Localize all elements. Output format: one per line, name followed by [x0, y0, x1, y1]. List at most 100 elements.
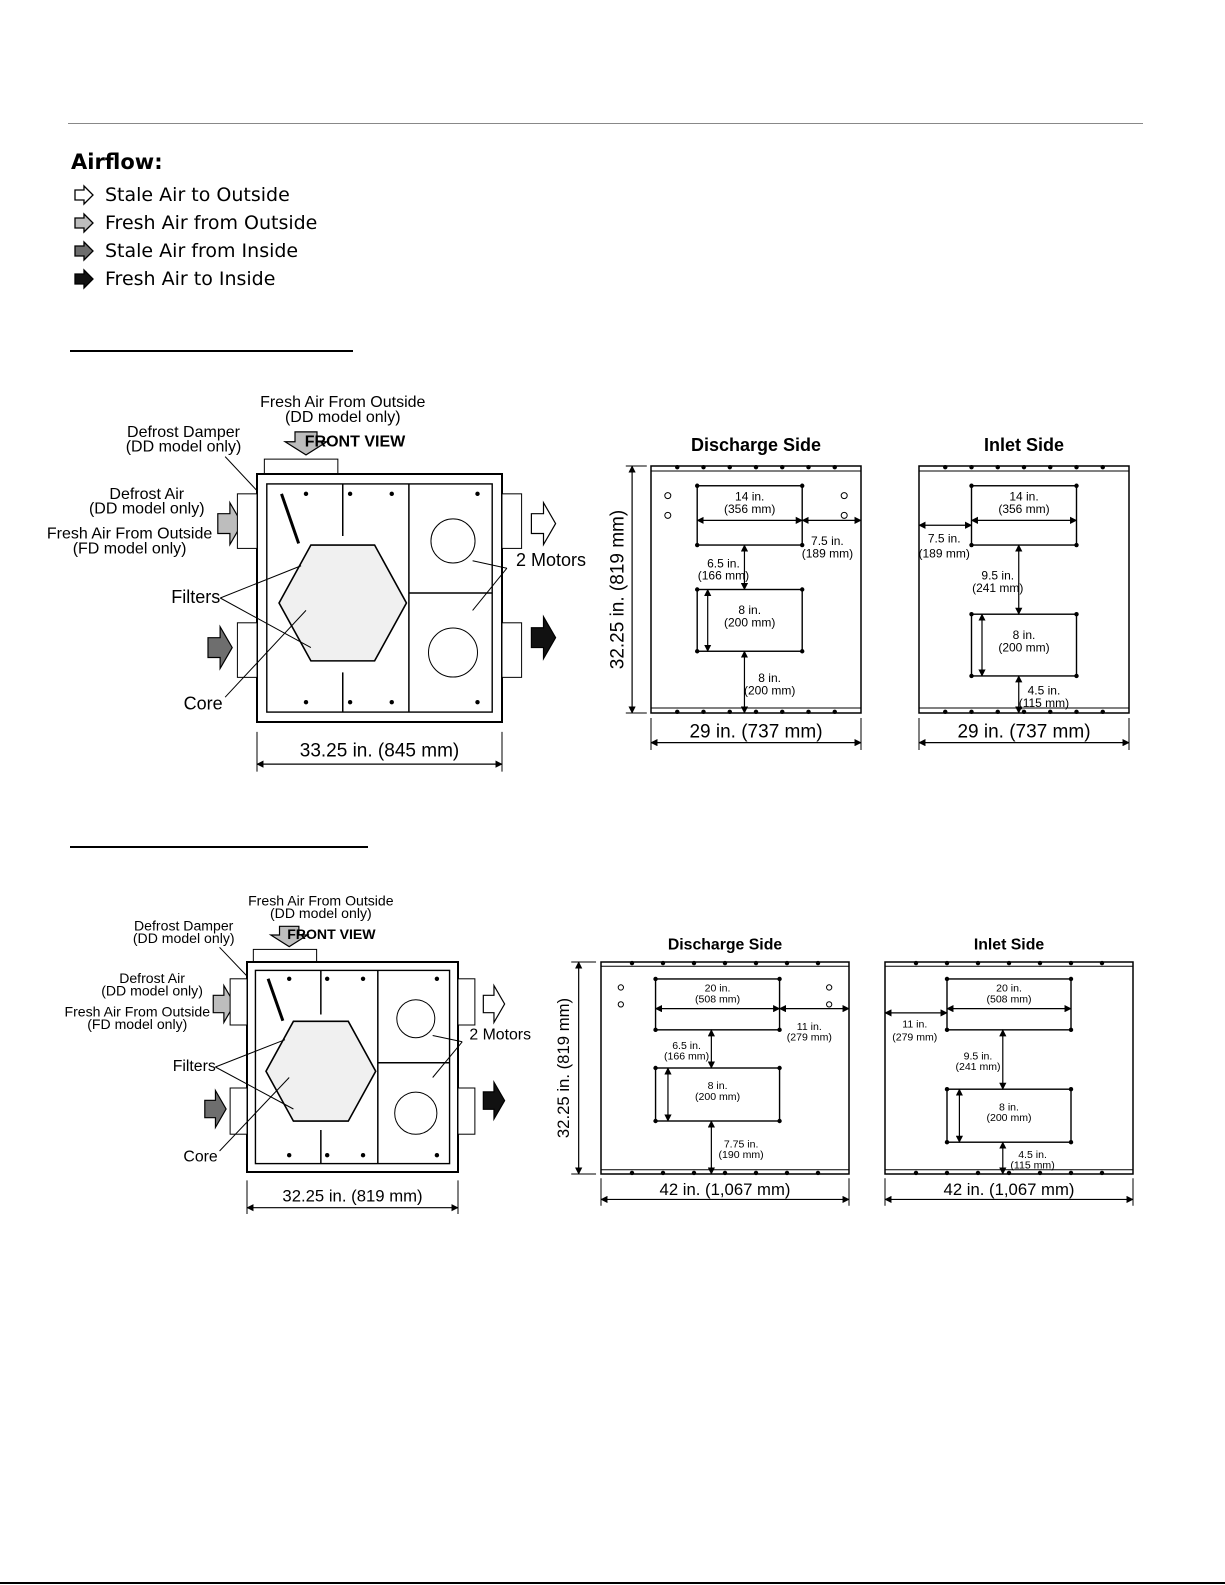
- rivet: [753, 709, 759, 714]
- rivet: [784, 1170, 790, 1176]
- section-1-rule: [70, 350, 353, 352]
- motors-leader: [432, 1035, 463, 1043]
- rivet: [944, 1087, 950, 1092]
- rivet: [691, 1170, 697, 1176]
- rivet: [1021, 465, 1027, 470]
- rivet: [389, 491, 394, 497]
- damper-blade: [266, 978, 285, 1022]
- label: (DD model only): [101, 983, 203, 999]
- rivet: [722, 960, 728, 966]
- label: 9.5 in.: [964, 1051, 993, 1063]
- rivet: [347, 491, 353, 497]
- rivet: [832, 709, 837, 714]
- rivet: [832, 465, 837, 470]
- label: (356 mm): [998, 502, 1049, 516]
- fresh-air-to-inside-arrow-icon: [530, 614, 557, 661]
- stale-air-from-inside-arrow-icon: [74, 240, 94, 262]
- label: Fresh Air From Outside: [248, 892, 394, 908]
- side-width-label: 42 in. (1,067 mm): [660, 1180, 791, 1199]
- label: (190 mm): [719, 1149, 764, 1161]
- rivet: [780, 709, 785, 714]
- rivet: [303, 491, 309, 497]
- rivet: [1099, 960, 1105, 966]
- label: 8 in.: [738, 603, 761, 617]
- label: (279 mm): [787, 1031, 832, 1043]
- rivet: [777, 976, 782, 982]
- legend-label: Fresh Air from Outside: [105, 212, 318, 234]
- rivet: [389, 699, 394, 705]
- motors-leader: [432, 1041, 463, 1078]
- rivet: [969, 483, 974, 488]
- label: 20 in.: [705, 983, 731, 995]
- inner-frame: [266, 483, 493, 713]
- rivet: [815, 1170, 821, 1176]
- rivet: [1074, 483, 1079, 488]
- fresh-air-side-arrow-icon: [212, 983, 236, 1025]
- rivet: [995, 709, 1000, 714]
- stale-air-to-outside-arrow-icon: [530, 500, 557, 547]
- rivet: [913, 960, 919, 966]
- rivet: [944, 1140, 950, 1145]
- stale-air-from-inside-arrow-icon: [204, 1088, 227, 1130]
- label: 7.5 in.: [928, 532, 961, 546]
- rivet: [475, 491, 480, 497]
- label: (FD model only): [73, 540, 187, 557]
- rivet: [777, 1065, 782, 1071]
- rivet: [1068, 976, 1074, 982]
- damper-blade: [280, 493, 301, 544]
- label: (115 mm): [1010, 1160, 1054, 1172]
- rivet: [695, 542, 700, 548]
- rivet: [675, 465, 680, 470]
- legend-item: Stale Air to Outside: [73, 181, 317, 209]
- lower-opening: [946, 1088, 1072, 1143]
- label: 8 in.: [999, 1101, 1019, 1113]
- side-width-label: 29 in. (737 mm): [957, 722, 1090, 743]
- label: 7.5 in.: [811, 534, 844, 548]
- rivet: [434, 1153, 440, 1158]
- rivet: [800, 649, 805, 654]
- core-hexagon: [278, 544, 408, 662]
- knockout-hole: [617, 984, 624, 991]
- right-port-bottom: [501, 622, 523, 678]
- motor-lower: [428, 627, 478, 678]
- rivet: [1074, 542, 1079, 548]
- side-title: Inlet Side: [984, 435, 1064, 455]
- motors-label: 2 Motors: [469, 1027, 531, 1044]
- legend-label: Stale Air to Outside: [105, 184, 290, 206]
- rivet: [969, 673, 974, 679]
- rivet: [287, 1153, 292, 1158]
- upper-opening: [946, 978, 1072, 1031]
- top-port: [252, 948, 318, 963]
- motor-upper: [430, 518, 476, 564]
- fresh-air-top-arrow-icon: [268, 925, 310, 948]
- motors-leader: [472, 560, 508, 569]
- upper-opening: [696, 485, 803, 546]
- legend-label: Fresh Air to Inside: [105, 268, 276, 290]
- rivet: [695, 649, 700, 654]
- core-label: Core: [184, 694, 223, 714]
- label: (241 mm): [972, 581, 1023, 595]
- label: (356 mm): [724, 502, 775, 516]
- label: (200 mm): [744, 683, 795, 697]
- label: 11 in.: [902, 1019, 927, 1031]
- rivet: [1074, 673, 1079, 679]
- rivet: [806, 465, 811, 470]
- label: Defrost Damper: [134, 918, 234, 934]
- rivet: [1048, 709, 1053, 714]
- airflow-legend: Stale Air to Outside Fresh Air from Outs…: [73, 181, 317, 293]
- label: (166 mm): [698, 569, 749, 583]
- front-view-title: FRONT VIEW: [287, 926, 376, 942]
- label: (200 mm): [986, 1112, 1031, 1124]
- rivet: [701, 709, 706, 714]
- fresh-air-to-inside-arrow-icon: [482, 1079, 506, 1122]
- stale-air-to-outside-arrow-icon: [74, 184, 94, 206]
- motor-lower: [394, 1091, 438, 1135]
- rivet: [969, 465, 974, 470]
- label: (189 mm): [919, 546, 970, 560]
- fresh-air-side-arrow-icon: [217, 500, 243, 547]
- rivet: [944, 1170, 950, 1176]
- rivet: [975, 960, 981, 966]
- rivet: [727, 465, 732, 470]
- rivet: [1068, 1087, 1074, 1092]
- side-title: Discharge Side: [691, 435, 821, 455]
